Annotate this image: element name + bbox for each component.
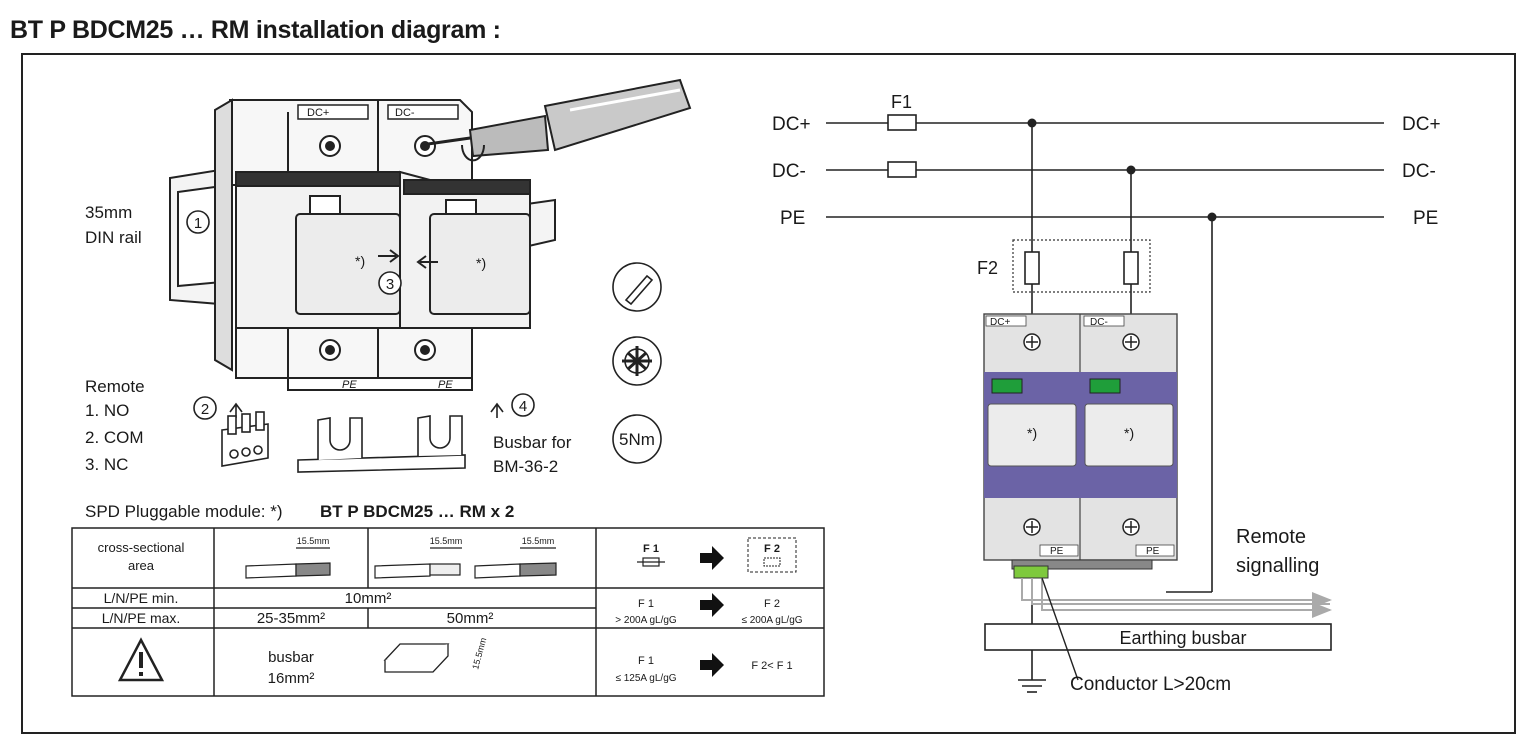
- remote-item-no: 1. NO: [85, 401, 129, 420]
- din-rail-label: 35mm: [85, 203, 132, 222]
- step-2-number: 2: [201, 401, 209, 418]
- fuse-row2-f2: F 2: [764, 598, 780, 610]
- dc-plus-left: DC+: [772, 114, 811, 135]
- module-pe-label-1: PE: [342, 379, 357, 391]
- step-circle-4: [511, 393, 535, 417]
- junction-dcplus: [1027, 118, 1037, 128]
- arrow-right-icon-3: [700, 653, 724, 677]
- remote-item-nc: 3. NC: [85, 455, 128, 474]
- row-label-max: L/N/PE max.: [102, 610, 181, 626]
- terminal-screws: [1023, 333, 1140, 536]
- warning-icon: [117, 637, 165, 682]
- dc-plus-right: DC+: [1402, 114, 1441, 135]
- fuse-row2-f2-rating: ≤ 200A gL/gG: [741, 615, 802, 626]
- module-front-star-1: *): [1027, 425, 1037, 441]
- busbar-dimension: 15.5mm: [470, 637, 488, 671]
- arrow-right-icon-1: [700, 546, 724, 570]
- max-cross-section-1: 25-35mm²: [257, 610, 325, 627]
- spd-caption-model: BT P BDCM25 … RM x 2: [320, 502, 514, 521]
- junction-dcminus: [1126, 165, 1136, 175]
- wire-pictograms: [245, 547, 557, 579]
- fuse-f1-label: F1: [891, 92, 912, 112]
- module-3d-drawing: [169, 78, 692, 391]
- fuse-f2-dcplus: [1024, 251, 1040, 285]
- step-circle-1: [186, 210, 210, 234]
- diagram-frame: [21, 53, 1516, 734]
- earthing-busbar-box: [984, 623, 1332, 651]
- module-star-2: *): [476, 255, 486, 271]
- module-front-pe-2: PE: [1146, 546, 1160, 557]
- step-circle-3: [378, 271, 402, 295]
- strip-length-3: 15.5mm: [522, 536, 555, 546]
- remote-signalling-1: Remote: [1236, 526, 1306, 548]
- spd-module-front: [983, 313, 1178, 579]
- fuse-row1-f2: F 2: [764, 543, 780, 555]
- busbar-text: busbar: [268, 649, 314, 666]
- row-label-area: area: [128, 558, 155, 573]
- fuse-row2-f1-rating: > 200A gL/gG: [615, 615, 677, 626]
- conductor-pointer-line: [1041, 577, 1079, 681]
- fuse-row3-f1-rating: ≤ 125A gL/gG: [615, 673, 676, 684]
- strip-length-2: 15.5mm: [430, 536, 463, 546]
- module-front-dcplus: DC+: [990, 317, 1010, 328]
- fuse-row3-f1: F 1: [638, 655, 654, 667]
- busbar-model: BM-36-2: [493, 457, 558, 476]
- torque-icon: [612, 414, 662, 464]
- pe-right: PE: [1413, 208, 1438, 229]
- fuse-f2-label: F2: [977, 258, 998, 278]
- row-label-cross-section: cross-sectional: [98, 540, 185, 555]
- max-cross-section-2: 50mm²: [447, 610, 494, 627]
- module-label-dcplus: DC+: [307, 107, 329, 119]
- module-front-dcminus: DC-: [1090, 317, 1108, 328]
- module-front-pe-1: PE: [1050, 546, 1064, 557]
- busbar-label: Busbar for: [493, 433, 572, 452]
- module-star-1: *): [355, 253, 365, 269]
- torque-value: 5Nm: [619, 430, 655, 449]
- min-cross-section: 10mm²: [345, 590, 392, 607]
- strip-length-1: 15.5mm: [297, 536, 330, 546]
- busbar-icon: [297, 415, 466, 473]
- dc-minus-left: DC-: [772, 161, 806, 182]
- earthing-busbar-label: Earthing busbar: [1119, 628, 1246, 648]
- spd-caption: SPD Pluggable module: *): [85, 502, 283, 521]
- step-4-number: 4: [519, 398, 527, 415]
- remote-signalling-2: signalling: [1236, 555, 1319, 577]
- row-label-min: L/N/PE min.: [104, 590, 179, 606]
- fuse-row1-f1: F 1: [643, 543, 659, 555]
- fuse-f2-dcminus: [1123, 251, 1139, 285]
- fuse-row2-f1: F 1: [638, 598, 654, 610]
- page-title: BT P BDCM25 … RM installation diagram :: [10, 16, 501, 44]
- junction-pe: [1207, 212, 1217, 222]
- dc-minus-right: DC-: [1402, 161, 1436, 182]
- module-pe-label-2: PE: [438, 379, 453, 391]
- remote-connector-icon: [221, 411, 269, 467]
- module-label-dcminus: DC-: [395, 107, 415, 119]
- fuse-f2-box: [1012, 239, 1151, 293]
- remote-signal-lines: [1021, 578, 1332, 618]
- fuse-f1-dcplus: [887, 114, 917, 131]
- arrow-right-icon-2: [700, 593, 724, 617]
- conductor-label: Conductor L>20cm: [1070, 674, 1231, 695]
- step-circle-2: [193, 396, 217, 420]
- fuse-f1-dcminus: [887, 161, 917, 178]
- step-1-number: 1: [194, 215, 202, 232]
- pe-left: PE: [780, 208, 805, 229]
- cable-table: [71, 527, 825, 697]
- din-rail-label2: DIN rail: [85, 228, 142, 247]
- fuse-row3-comparison: F 2< F 1: [751, 660, 792, 672]
- up-arrow-icon-busbar: [490, 402, 504, 418]
- busbar-comb-icon: [383, 643, 450, 673]
- busbar-size: 16mm²: [268, 670, 315, 687]
- remote-item-com: 2. COM: [85, 428, 144, 447]
- module-front-star-2: *): [1124, 425, 1134, 441]
- remote-title: Remote: [85, 377, 145, 396]
- step-3-number: 3: [386, 276, 394, 293]
